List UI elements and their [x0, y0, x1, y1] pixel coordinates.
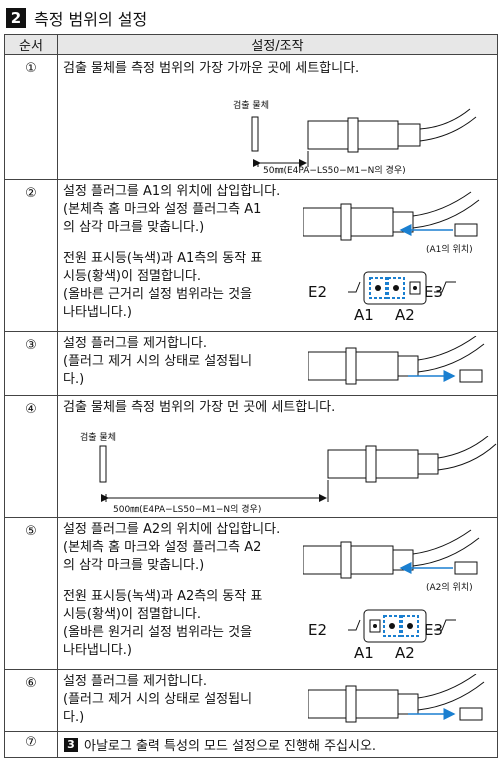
plug-insert-diagram [303, 529, 480, 579]
step-content: 설정 플러그를 A2의 위치에 삽입합니다. (본체측 홈 마크와 설정 플러그… [57, 517, 498, 670]
step-text: 검출 물체를 측정 범위의 가장 가까운 곳에 세트합니다. [63, 61, 360, 76]
step-number: ⑤ [4, 517, 58, 670]
step-number: ⑦ [4, 731, 58, 758]
indicator-leds [348, 271, 456, 305]
distance-label: 500㎜(E4PA−LS50−M1−N의 경우) [113, 505, 262, 515]
step-text: 검출 물체를 측정 범위의 가장 먼 곳에 세트합니다. [63, 400, 336, 415]
e3-label: E3 [424, 283, 444, 301]
step-text-line: (플러그 제거 시의 상태로 설정됩니 [63, 354, 253, 369]
step-text-line: (본체측 홈 마크와 설정 플러그측 A1 [63, 202, 262, 217]
next-step-note: 3 아날로그 출력 특성의 모드 설정으로 진행해 주십시오. [58, 732, 497, 757]
section-header: 2 측정 범위의 설정 [6, 6, 147, 30]
step-content: 검출 물체를 측정 범위의 가장 가까운 곳에 세트합니다. 검출 물체 50㎜… [57, 54, 498, 180]
step-content: 설정 플러그를 제거합니다. (플러그 제거 시의 상태로 설정됩니 다.) [57, 331, 498, 396]
table-row: ⑦ 3 아날로그 출력 특성의 모드 설정으로 진행해 주십시오. [4, 731, 498, 758]
step-text-line: 전원 표시등(녹색)과 A1측의 동작 표 [63, 251, 263, 266]
a1-label: A1 [354, 644, 374, 662]
e3-label: E3 [424, 621, 444, 639]
step-text-line: (올바른 근거리 설정 범위라는 것을 [63, 287, 253, 302]
object-label: 검출 물체 [80, 433, 116, 443]
step-content: 3 아날로그 출력 특성의 모드 설정으로 진행해 주십시오. [57, 731, 498, 758]
table-row: ⑥ 설정 플러그를 제거합니다. (플러그 제거 시의 상태로 설정됩니 다.) [4, 669, 498, 732]
step-content: 검출 물체를 측정 범위의 가장 먼 곳에 세트합니다. 검출 물체 500㎜(… [57, 395, 498, 518]
distance-label: 50㎜(E4PA−LS50−M1−N의 경우) [263, 166, 406, 176]
step-text-line: 설정 플러그를 A2의 위치에 삽입합니다. [63, 522, 281, 537]
table-row: ① 검출 물체를 측정 범위의 가장 가까운 곳에 세트합니다. 검출 물체 5… [4, 54, 498, 180]
step-text-line: 설정 플러그를 A1의 위치에 삽입합니다. [63, 184, 281, 199]
plug-remove-diagram [308, 336, 485, 385]
indicator-leds [348, 609, 456, 643]
note-text: 아날로그 출력 특성의 모드 설정으로 진행해 주십시오. [84, 739, 377, 754]
step-number: ③ [4, 331, 58, 396]
table-row: ③ 설정 플러그를 제거합니다. (플러그 제거 시의 상태로 설정됩니 다.) [4, 331, 498, 396]
step-number: ④ [4, 395, 58, 518]
column-header-sequence: 순서 [4, 34, 58, 55]
plug-insert-diagram [303, 191, 480, 241]
a1-label: A1 [354, 306, 374, 324]
step-text-line: 설정 플러그를 제거합니다. [63, 674, 207, 689]
table-row: ② 설정 플러그를 A1의 위치에 삽입합니다. (본체측 홈 마크와 설정 플… [4, 179, 498, 332]
position-label: (A2의 위치) [426, 583, 473, 593]
step-text-line: 시등(황색)이 점멸합니다. [63, 269, 202, 284]
step-number: ⑥ [4, 669, 58, 732]
step-text-line: 나타냅니다.) [63, 643, 133, 658]
step-content: 설정 플러그를 A1의 위치에 삽입합니다. (본체측 홈 마크와 설정 플러그… [57, 179, 498, 332]
steps-table: 순서 설정/조작 ① 검출 물체를 측정 범위의 가장 가까운 곳에 세트합니다… [4, 34, 498, 758]
table-header-row: 순서 설정/조작 [4, 34, 498, 55]
step-number: ① [4, 54, 58, 180]
section-number: 2 [6, 8, 26, 28]
column-header-action: 설정/조작 [57, 34, 498, 55]
position-label: (A1의 위치) [426, 245, 473, 255]
sensor-distance-diagram [251, 108, 477, 167]
step-text-line: (올바른 원거리 설정 범위라는 것을 [63, 625, 253, 640]
table-row: ⑤ 설정 플러그를 A2의 위치에 삽입합니다. (본체측 홈 마크와 설정 플… [4, 517, 498, 670]
e2-label: E2 [308, 621, 328, 639]
plug-remove-diagram [308, 674, 485, 723]
step-text-line: 의 삼각 마크를 맞춥니다.) [63, 220, 205, 235]
step-text-line: 다.) [63, 372, 85, 387]
step-number: ② [4, 179, 58, 332]
sensor-distance-diagram [99, 436, 497, 502]
step-text-line: 설정 플러그를 제거합니다. [63, 336, 207, 351]
a2-label: A2 [395, 644, 415, 662]
section-title: 측정 범위의 설정 [34, 10, 148, 29]
step-text-line: 시등(황색)이 점멸합니다. [63, 607, 202, 622]
step-text-line: 다.) [63, 710, 85, 725]
step-text-line: 전원 표시등(녹색)과 A2측의 동작 표 [63, 589, 263, 604]
step-text-line: 나타냅니다.) [63, 305, 133, 320]
step-text-line: (플러그 제거 시의 상태로 설정됩니 [63, 692, 253, 707]
step-text-line: 의 삼각 마크를 맞춥니다.) [63, 558, 205, 573]
step-text-line: (본체측 홈 마크와 설정 플러그측 A2 [63, 540, 262, 555]
object-label: 검출 물체 [233, 101, 269, 111]
table-row: ④ 검출 물체를 측정 범위의 가장 먼 곳에 세트합니다. 검출 물체 500… [4, 395, 498, 518]
a2-label: A2 [395, 306, 415, 324]
e2-label: E2 [308, 283, 328, 301]
step-content: 설정 플러그를 제거합니다. (플러그 제거 시의 상태로 설정됩니 다.) [57, 669, 498, 732]
section-ref-number: 3 [64, 737, 78, 752]
